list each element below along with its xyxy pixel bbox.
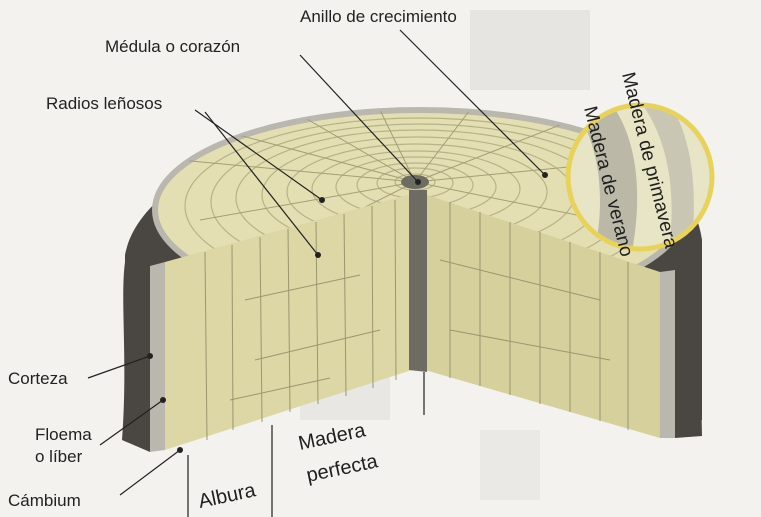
pith-column: [409, 190, 427, 372]
label-pith: Médula o corazón: [105, 37, 240, 56]
label-sapwood: Albura: [196, 479, 258, 513]
label-heartwood-1: Madera: [296, 419, 368, 455]
right-grain: [439, 202, 629, 430]
left-cut-face: [165, 192, 418, 450]
bark-left: [122, 262, 150, 452]
magnifier: [565, 102, 715, 252]
label-rays: Radios leñosos: [46, 94, 162, 113]
label-bark: Corteza: [8, 369, 68, 388]
leader-lines: [87, 29, 548, 517]
cambium-band-right: [660, 270, 675, 438]
bark-right: [675, 261, 702, 438]
label-heartwood-2: perfecta: [304, 450, 380, 487]
label-phloem-1: Floema: [35, 425, 92, 444]
cambium-band: [150, 262, 165, 452]
label-cambium: Cámbium: [8, 491, 81, 510]
top-rays: [179, 110, 651, 261]
label-phloem-2: o líber: [35, 447, 83, 466]
label-ring: Anillo de crecimiento: [300, 7, 457, 26]
